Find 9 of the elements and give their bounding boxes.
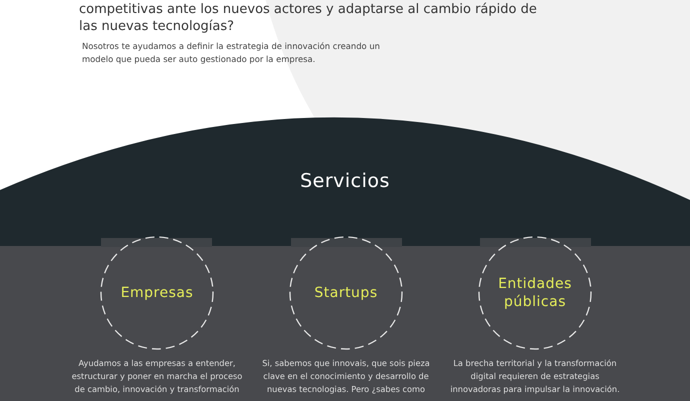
service-description: Ayudamos a las empresas a entender, estructurar y poner en marcha el proceso de cambio, innovación y transformación — [70, 357, 244, 396]
service-title: Startups — [313, 284, 379, 302]
service-description: La brecha territorial y la transformación digital requieren de estrategias innovadoras para impulsar la innovación. — [449, 357, 621, 396]
intro-paragraph: Nosotros te ayudamos a definir la estrategia de innovación creando un modelo que pueda ser auto gestionado por la empresa. — [82, 40, 381, 66]
service-title: Empresas — [120, 284, 194, 302]
service-title: Entidades públicas — [497, 275, 573, 311]
heading: competitivas ante los nuevos actores y adaptarse al cambio rápido de las nuevas tecnologías? — [79, 1, 538, 35]
service-description: Si, sabemos que innovais, que sois pieza clave en el conocimiento y desarrollo de nuevas tecnologias. Pero ¿sabes como — [261, 357, 431, 396]
section-title: Servicios — [299, 170, 391, 192]
